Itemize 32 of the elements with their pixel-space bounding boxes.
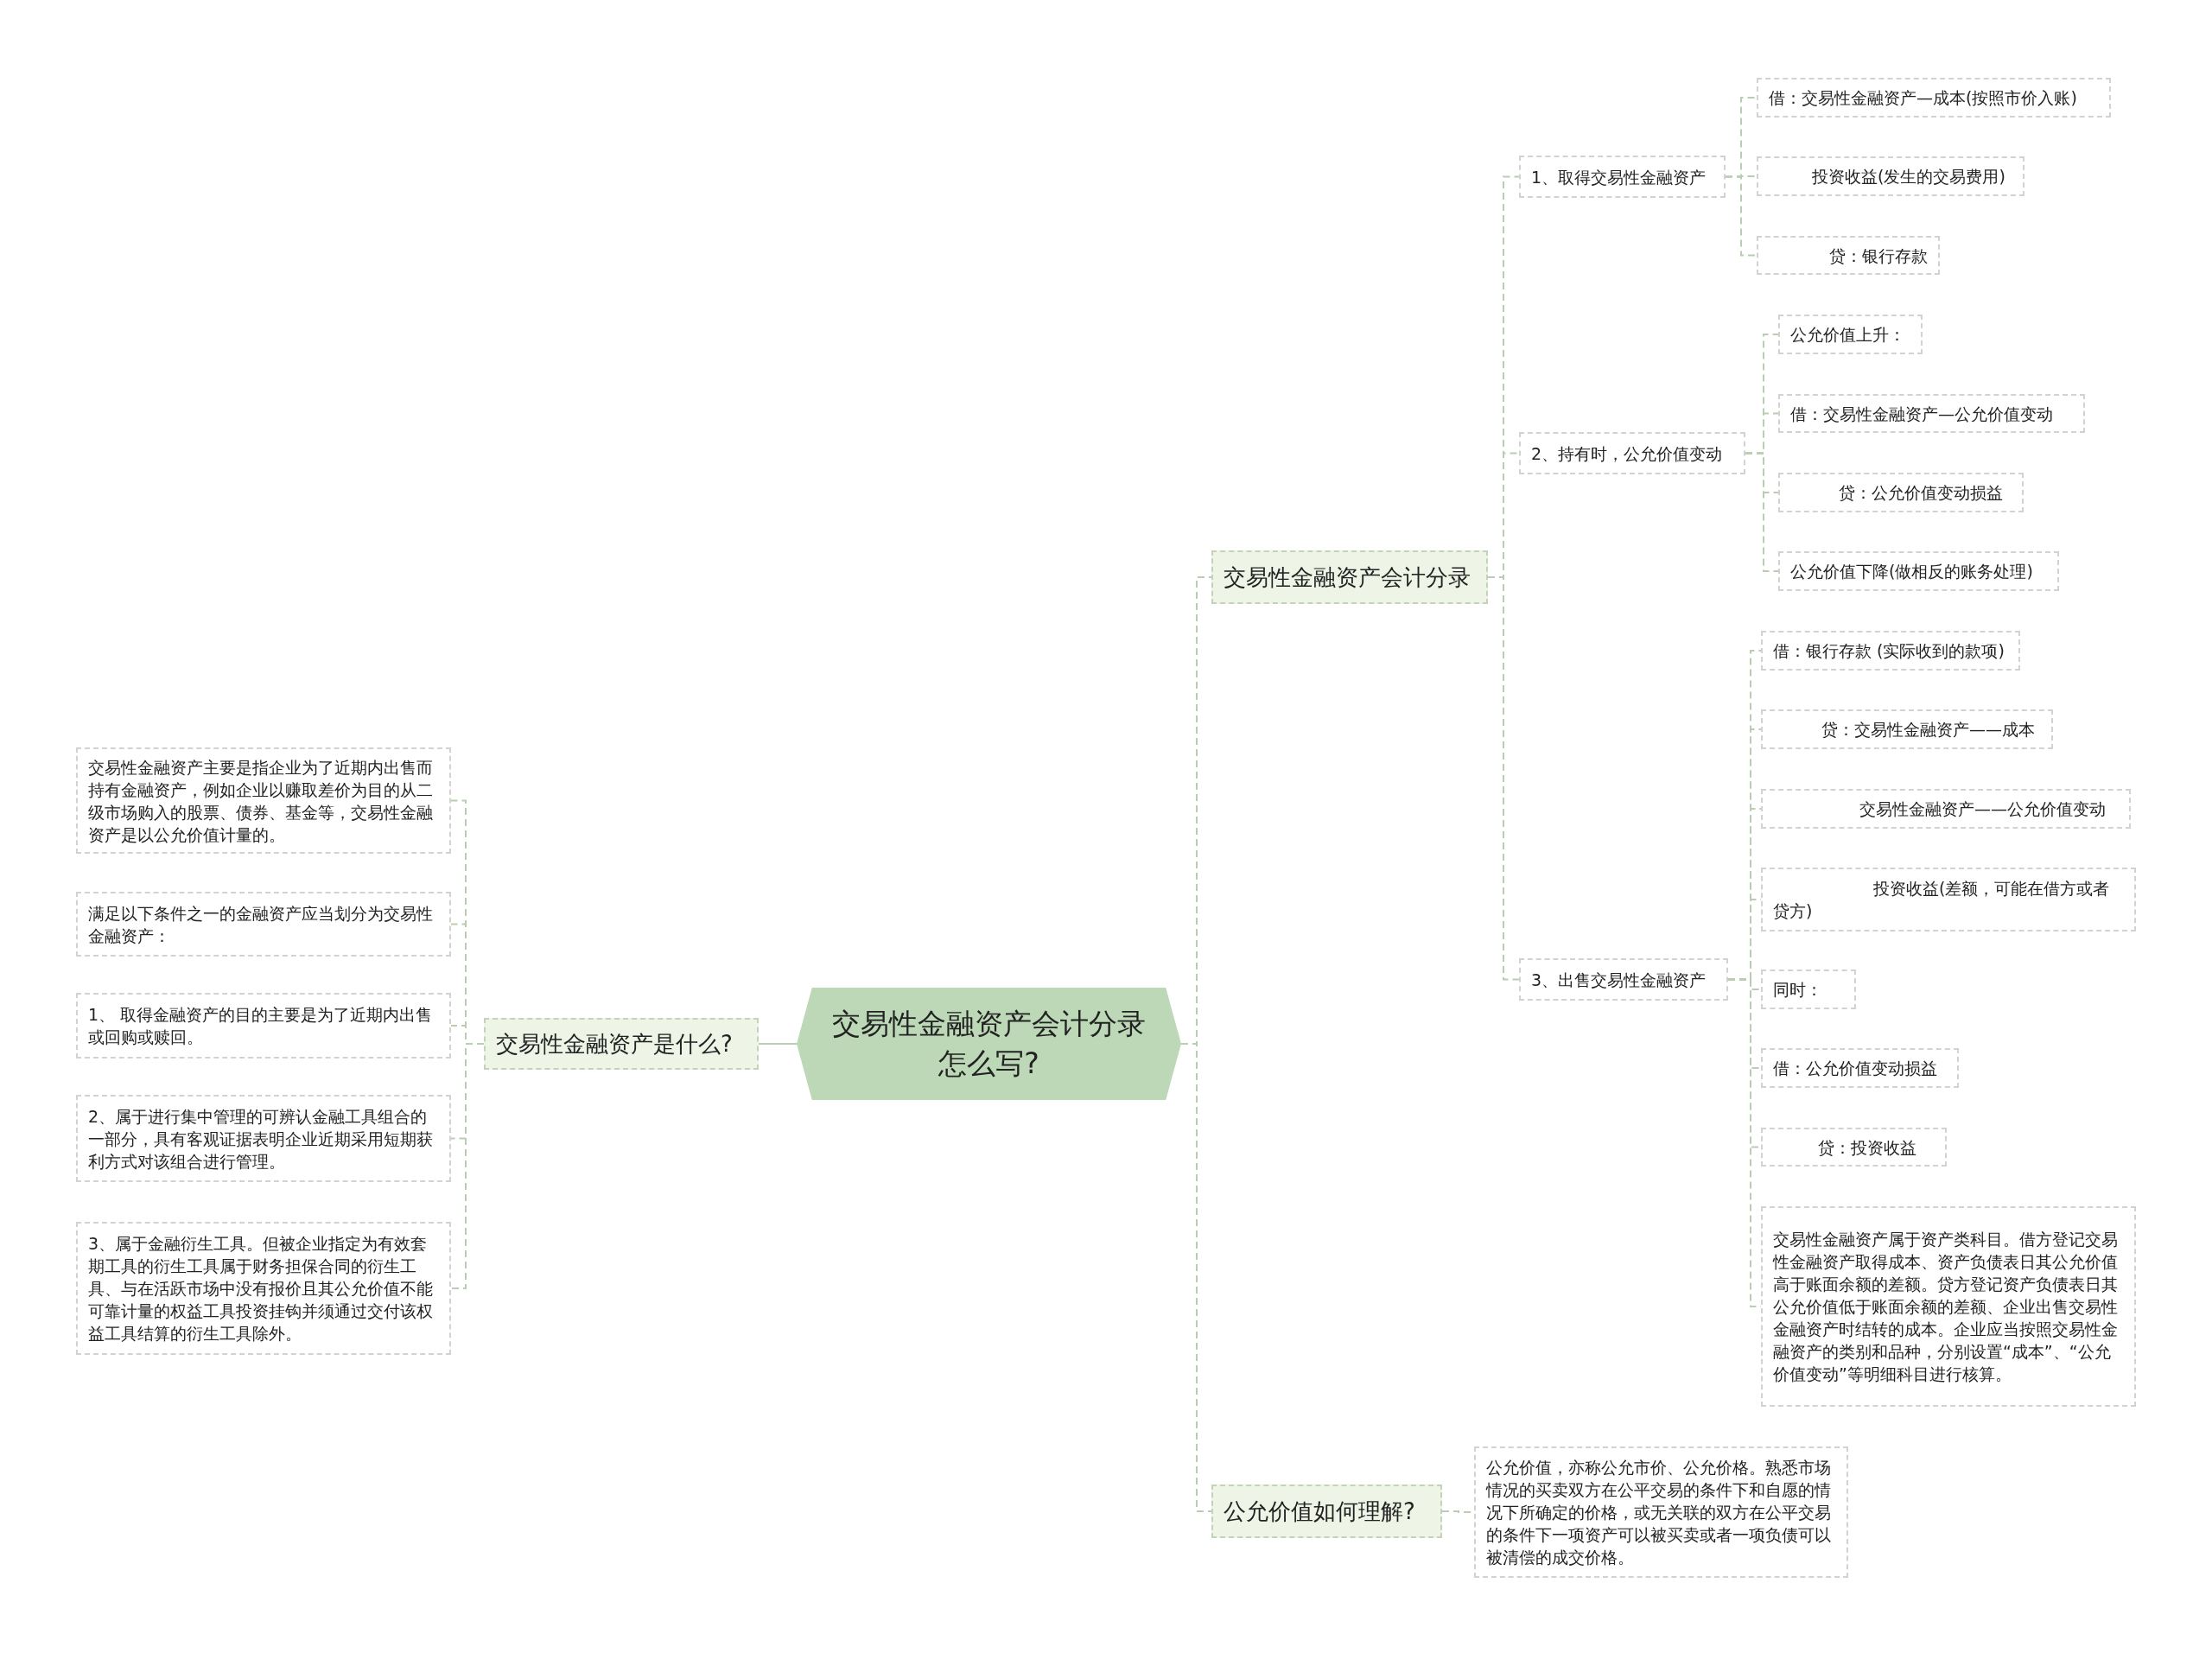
leaf-topic: 投资收益(发生的交易费用)	[1757, 156, 2024, 196]
leaf-topic: 公允价值，亦称公允市价、公允价格。熟悉市场情况的买卖双方在公平交易的条件下和自愿的情况下所确定的价格，或无关联的双方在公平交易的条件下一项资产可以被买卖或者一项负债可以被清偿的成交价格。	[1474, 1446, 1848, 1578]
connector-line	[1745, 452, 1779, 572]
leaf-topic: 贷：交易性金融资产——成本	[1761, 709, 2053, 749]
branch-topic: 公允价值如何理解?	[1211, 1485, 1442, 1538]
leaf-topic: 贷：公允价值变动损益	[1778, 473, 2024, 512]
leaf-topic: 3、属于金融衍生工具。但被企业指定为有效套期工具的衍生工具属于财务担保合同的衍生工具、与在活跃市场中没有报价且其公允价值不能可靠计量的权益工具投资挂钩并须通过交付该权益工具结算的衍生工具除外。	[76, 1222, 451, 1355]
leaf-topic: 投资收益(差额，可能在借方或者贷方)	[1761, 868, 2136, 931]
leaf-topic: 借：交易性金融资产—成本(按照市价入账)	[1757, 78, 2111, 118]
leaf-topic: 1、 取得金融资产的目的主要是为了近期内出售或回购或赎回。	[76, 993, 451, 1059]
leaf-topic: 交易性金融资产主要是指企业为了近期内出售而持有金融资产，例如企业以赚取差价为目的从二级市场购入的股票、债券、基金等，交易性金融资产是以公允价值计量的。	[76, 747, 451, 854]
leaf-topic: 满足以下条件之一的金融资产应当划分为交易性金融资产：	[76, 892, 451, 957]
leaf-topic: 贷：银行存款	[1757, 236, 1940, 275]
central-topic: 交易性金融资产会计分录怎么写?	[797, 988, 1181, 1100]
leaf-topic: 交易性金融资产——公允价值变动	[1761, 789, 2131, 829]
leaf-topic: 3、出售交易性金融资产	[1519, 958, 1728, 1001]
branch-topic: 交易性金融资产是什么?	[484, 1018, 759, 1070]
leaf-topic: 公允价值下降(做相反的账务处理)	[1778, 551, 2059, 591]
connector-line	[450, 1043, 485, 1289]
leaf-topic: 2、持有时，公允价值变动	[1519, 432, 1745, 474]
leaf-topic: 借：银行存款 (实际收到的款项)	[1761, 631, 2020, 671]
leaf-topic: 1、取得交易性金融资产	[1519, 156, 1726, 198]
leaf-topic: 交易性金融资产属于资产类科目。借方登记交易性金融资产取得成本、资产负债表日其公允价值高于账面余额的差额。贷方登记资产负债表日其公允价值低于账面余额的差额、企业出售交易性金融资产时结转的成本。企业应当按照交易性金融资产的类别和品种，分别设置“成本”、“公允价值变动”等明细科目进行核算。	[1761, 1206, 2136, 1407]
leaf-topic: 借：交易性金融资产—公允价值变动	[1778, 394, 2085, 433]
leaf-topic: 贷：投资收益	[1761, 1128, 1947, 1167]
leaf-topic: 同时：	[1761, 970, 1856, 1009]
leaf-topic: 借：公允价值变动损益	[1761, 1048, 1959, 1088]
connector-line	[1725, 175, 1758, 257]
branch-topic: 交易性金融资产会计分录	[1211, 550, 1488, 604]
connector-line	[758, 1043, 798, 1045]
leaf-topic: 2、属于进行集中管理的可辨认金融工具组合的一部分，具有客观证据表明企业近期采用短期获利方式对该组合进行管理。	[76, 1095, 451, 1182]
leaf-topic: 公允价值上升：	[1778, 315, 1923, 354]
